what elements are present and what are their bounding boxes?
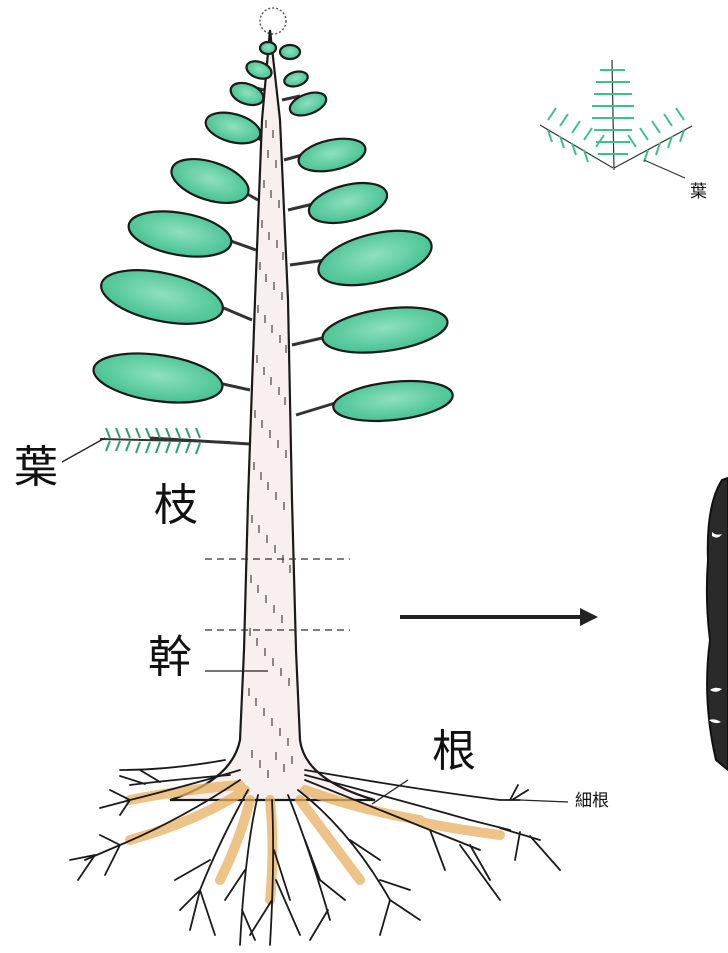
needle-branch: [100, 428, 230, 454]
branch-label: 枝: [154, 484, 198, 528]
apex-circle: [260, 8, 286, 34]
bark-cross-section: [707, 478, 728, 770]
fine-root-pointer-line: [520, 800, 568, 802]
trunk-label: 幹: [148, 636, 192, 680]
leaf-label: 葉: [14, 446, 58, 490]
fine-root-label: 細根: [575, 793, 609, 810]
leaf-pointer-line: [62, 438, 105, 462]
roots-tint: [130, 785, 500, 900]
fir-sprig-inset: [540, 60, 692, 178]
root-label: 根: [432, 730, 476, 774]
arrow-right-icon: [400, 608, 598, 626]
leaf-inset-label: 葉: [690, 182, 707, 202]
